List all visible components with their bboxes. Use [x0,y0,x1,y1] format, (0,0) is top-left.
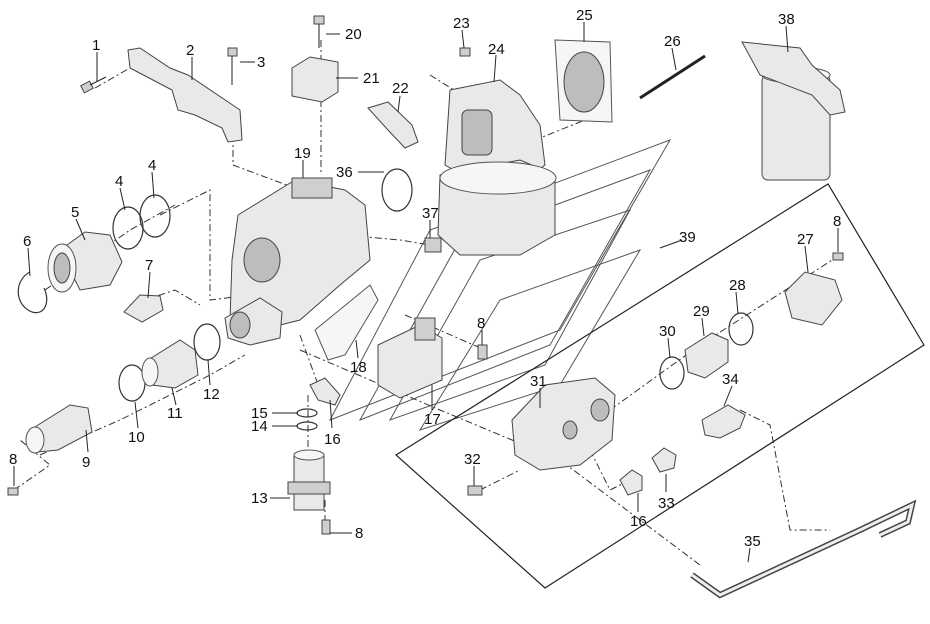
callout-38: 38 [778,11,795,28]
part-6-snap-ring [17,271,48,314]
part-8-bolt-a [832,252,844,261]
part-31-housing [511,377,616,471]
part-38-filter [741,41,846,181]
callout-33: 33 [658,495,675,512]
callout-7: 7 [145,257,153,274]
callout-35: 35 [744,533,761,550]
part-37-plug [424,237,442,253]
callout-1: 1 [92,37,100,54]
callout-9: 9 [82,454,90,471]
part-12-ring [193,323,221,361]
part-15-ring [296,408,318,418]
part-26-stud [639,54,706,100]
part-10-ring [118,364,146,402]
part-13-housing [287,449,331,511]
callout-25: 25 [576,7,593,24]
callout-32: 32 [464,451,481,468]
callout-27: 27 [797,231,814,248]
part-20-bolt [313,15,325,48]
callout-4b: 4 [148,157,156,174]
callout-16b: 16 [630,513,647,530]
callout-29: 29 [693,303,710,320]
part-16-fitting-a [309,377,341,406]
part-33-fitting [651,447,677,473]
callout-13: 13 [251,490,268,507]
part-30-ring [659,356,685,390]
callout-28: 28 [729,277,746,294]
part-19-main-housing [224,177,371,346]
part-5-flange [47,231,123,293]
callout-26: 26 [664,33,681,50]
callout-6: 6 [23,233,31,250]
part-27-cover [784,271,843,326]
callout-24: 24 [488,41,505,58]
part-22-sensor [367,101,419,149]
callout-8b: 8 [477,315,485,332]
part-8-bolt-d [321,519,331,535]
part-25-gasket [554,39,613,123]
callout-20: 20 [345,26,362,43]
callout-16a: 16 [324,431,341,448]
part-4-ring-a [112,206,144,250]
callout-5: 5 [71,204,79,221]
callout-17: 17 [424,411,441,428]
callout-34: 34 [722,371,739,388]
callout-21: 21 [363,70,380,87]
callout-30: 30 [659,323,676,340]
callout-39: 39 [679,229,696,246]
part-28-ring [728,312,754,346]
part-32-bolt [467,485,483,496]
part-23-bolt [459,47,471,57]
callout-19: 19 [294,145,311,162]
callout-8c: 8 [9,451,17,468]
part-4-ring-b [139,194,171,238]
callout-8d: 8 [355,525,363,542]
kit-39-outline [395,183,925,589]
leader-lines [13,22,839,563]
part-8-bolt-c [7,487,19,496]
callout-31: 31 [530,373,547,390]
callout-18: 18 [350,359,367,376]
callout-4a: 4 [115,173,123,190]
part-14-ring [296,421,318,431]
callout-8a: 8 [833,213,841,230]
callout-23: 23 [453,15,470,32]
watermark [328,139,672,431]
part-18-gasket [314,284,379,361]
part-17-valve [377,317,443,399]
part-35-pipe [690,499,917,599]
callout-11: 11 [167,405,183,422]
callout-22: 22 [392,80,409,97]
callout-2: 2 [186,42,194,59]
part-24-housing [437,79,557,256]
callout-15: 15 [251,405,268,422]
callout-37: 37 [422,205,439,222]
part-21-block [291,56,339,103]
part-2-bracket [127,47,243,143]
part-9-actuator [25,404,93,454]
callout-10: 10 [128,429,145,446]
part-3-bolt [227,47,238,85]
callout-12: 12 [203,386,220,403]
part-29-bellows [684,332,729,379]
part-1-bolt [80,76,107,94]
part-36-ring [381,168,413,212]
part-34-elbow [701,404,746,439]
callout-36: 36 [336,164,353,181]
part-7-sensor [123,294,164,323]
part-11-bellows [141,339,199,389]
part-16-fitting-b [619,469,643,496]
callout-labels: 1 2 3 4 4 5 6 7 8 8 8 8 9 10 11 12 13 14… [9,7,841,550]
part-8-bolt-b [477,344,488,360]
callout-3: 3 [257,54,265,71]
callout-14: 14 [251,418,268,435]
